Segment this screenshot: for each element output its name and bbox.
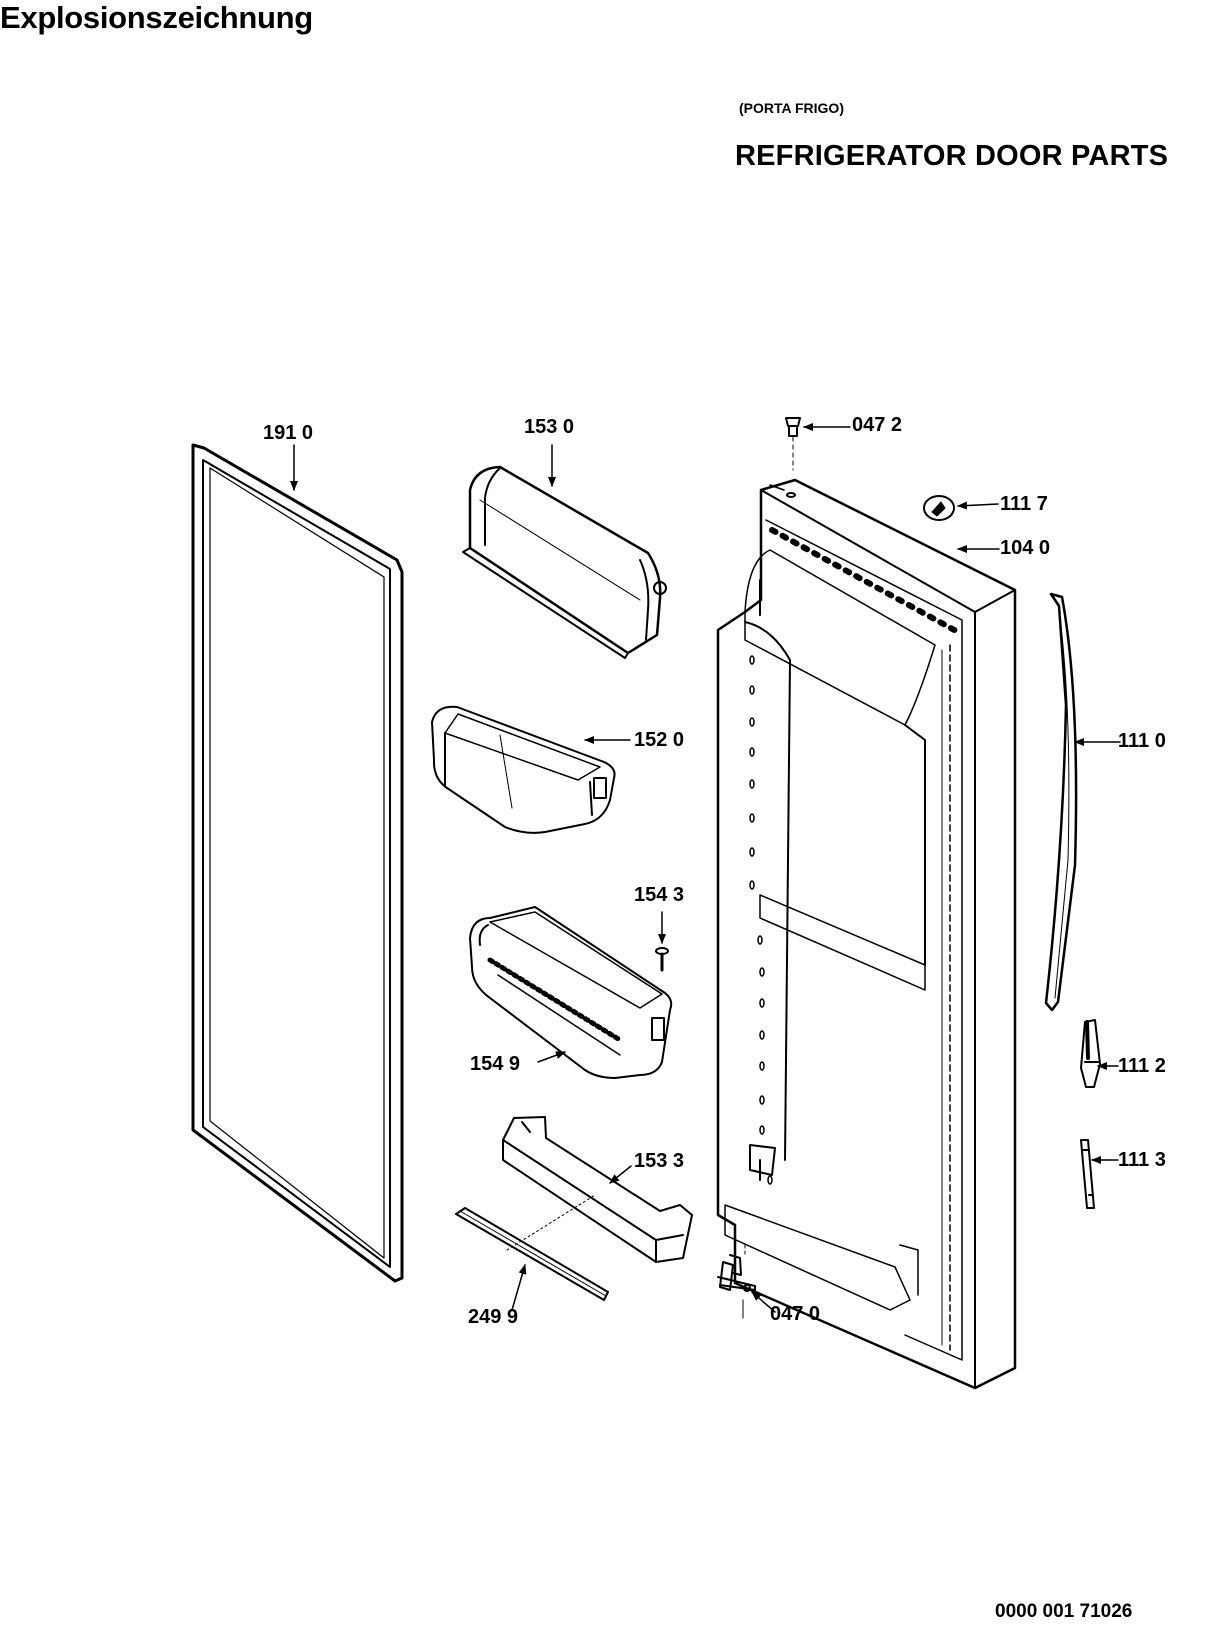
screw-part: [655, 947, 669, 972]
top-hinge-pin-part: [785, 417, 801, 471]
label-047-2: 047 2: [852, 414, 903, 436]
logo-badge-part: [923, 495, 955, 521]
label-111-3: 111 3: [1118, 1149, 1166, 1171]
lower-shelf-part: [502, 1116, 693, 1263]
upper-cover-part: [462, 465, 667, 659]
label-104-0: 104 0: [1000, 537, 1051, 559]
door-gasket-part: [191, 443, 404, 1283]
label-111-2: 111 2: [1118, 1055, 1166, 1077]
label-153-3: 153 3: [634, 1150, 685, 1172]
door-panel-part: [716, 478, 1017, 1390]
label-153-0: 153 0: [524, 416, 575, 438]
label-154-3: 154 3: [634, 884, 685, 906]
page-title: Explosionszeichnung: [0, 0, 313, 35]
label-154-9: 154 9: [470, 1053, 521, 1075]
handle-end-cap-upper-part: [1080, 1019, 1101, 1088]
shelf-bar-part: [455, 1207, 609, 1301]
bin-with-bars-part: [469, 906, 673, 1079]
label-249-9: 249 9: [468, 1306, 519, 1328]
subtitle-english: REFRIGERATOR DOOR PARTS: [735, 140, 1169, 172]
label-111-7: 111 7: [1000, 493, 1048, 515]
label-047-0: 047 0: [770, 1303, 821, 1325]
label-152-0: 152 0: [634, 729, 685, 751]
label-191-0: 191 0: [263, 422, 314, 444]
shelf-guide-line: [506, 1194, 596, 1251]
leader-lines: [290, 423, 1121, 1313]
door-panel-holes: [749, 655, 773, 1185]
document-number: 0000 001 71026: [995, 1601, 1133, 1622]
bottom-hinge-part: [717, 1244, 756, 1319]
subtitle-italian: (PORTA FRIGO): [739, 100, 844, 116]
label-111-0: 111 0: [1118, 730, 1166, 752]
door-bin-part: [431, 705, 616, 834]
handle-part: [1044, 592, 1078, 1012]
handle-end-cap-lower-part: [1080, 1139, 1095, 1209]
